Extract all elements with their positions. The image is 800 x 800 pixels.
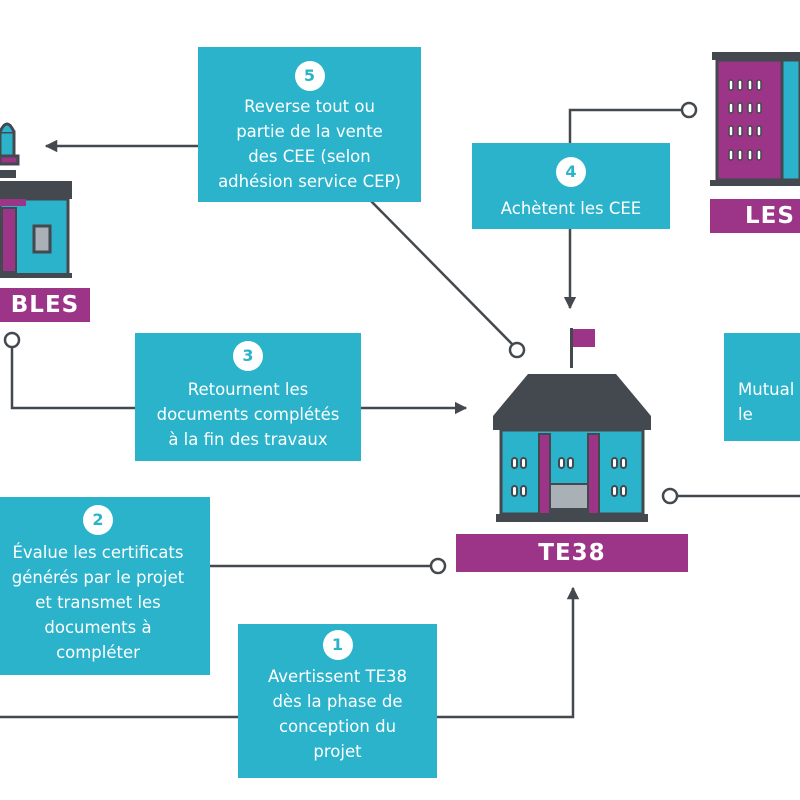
arrow-step1 [437, 586, 580, 719]
connector-step3 [10, 340, 136, 410]
step-1-text: Avertissent TE38 dès la phase de concept… [267, 667, 408, 761]
label-left: BLES [0, 288, 90, 322]
endpoint-step3 [3, 331, 21, 349]
partial-box-text: Mutual le [738, 380, 795, 424]
step-1-number: 1 [322, 630, 353, 660]
label-right: LES [710, 199, 800, 233]
step-4-number: 4 [556, 157, 586, 187]
endpoint-step5 [508, 341, 526, 359]
connector-step4 [568, 108, 687, 145]
step-3-text: Retournent les documents complétés à la … [156, 380, 340, 449]
connector-step5 [369, 199, 514, 346]
step-2-text: Évalue les certificats générés par le pr… [11, 543, 185, 662]
partial-box-right: Mutual le [724, 333, 800, 441]
step-5-text: Reverse tout ou partie de la vente des C… [218, 97, 401, 191]
endpoint-step4 [680, 101, 698, 119]
step-4-text: Achètent les CEE [500, 199, 642, 218]
step-5-number: 5 [294, 61, 325, 91]
endpoint-step2 [429, 557, 447, 575]
step-3-number: 3 [233, 341, 263, 371]
step-3-box: 3 Retournent les documents complétés à l… [135, 333, 361, 461]
label-te38: TE38 [456, 534, 688, 572]
step-5-box: 5 Reverse tout ou partie de la vente des… [198, 47, 421, 202]
step-2-number: 2 [83, 505, 113, 535]
step-1-box: 1 Avertissent TE38 dès la phase de conce… [238, 624, 437, 778]
step-4-box: 4 Achètent les CEE [472, 143, 670, 229]
endpoint-right [661, 487, 679, 505]
step-2-box: 2 Évalue les certificats générés par le … [0, 497, 210, 675]
